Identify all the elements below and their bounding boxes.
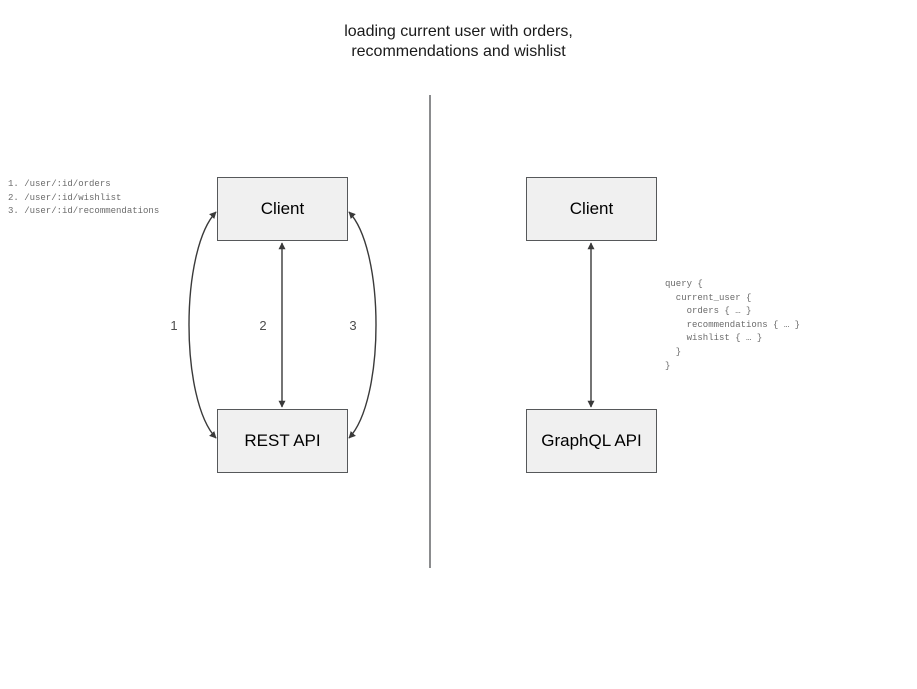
graphql-query-text: query { current_user { orders { … } reco… [665,279,801,371]
node-client-graphql[interactable]: Client [526,177,657,241]
edge-label-3: 3 [349,318,357,333]
edge-arc-3 [348,211,377,439]
node-rest-api[interactable]: REST API [217,409,348,473]
node-graphql-api[interactable]: GraphQL API [526,409,657,473]
node-client-rest[interactable]: Client [217,177,348,241]
edge-label-1: 1 [170,318,178,333]
diagram-title: loading current user with orders, recomm… [344,23,573,60]
edge-label-2: 2 [259,318,267,333]
edge-arc-1 [188,211,217,439]
rest-endpoint-list: 1. /user/:id/orders 2. /user/:id/wishlis… [8,179,160,217]
